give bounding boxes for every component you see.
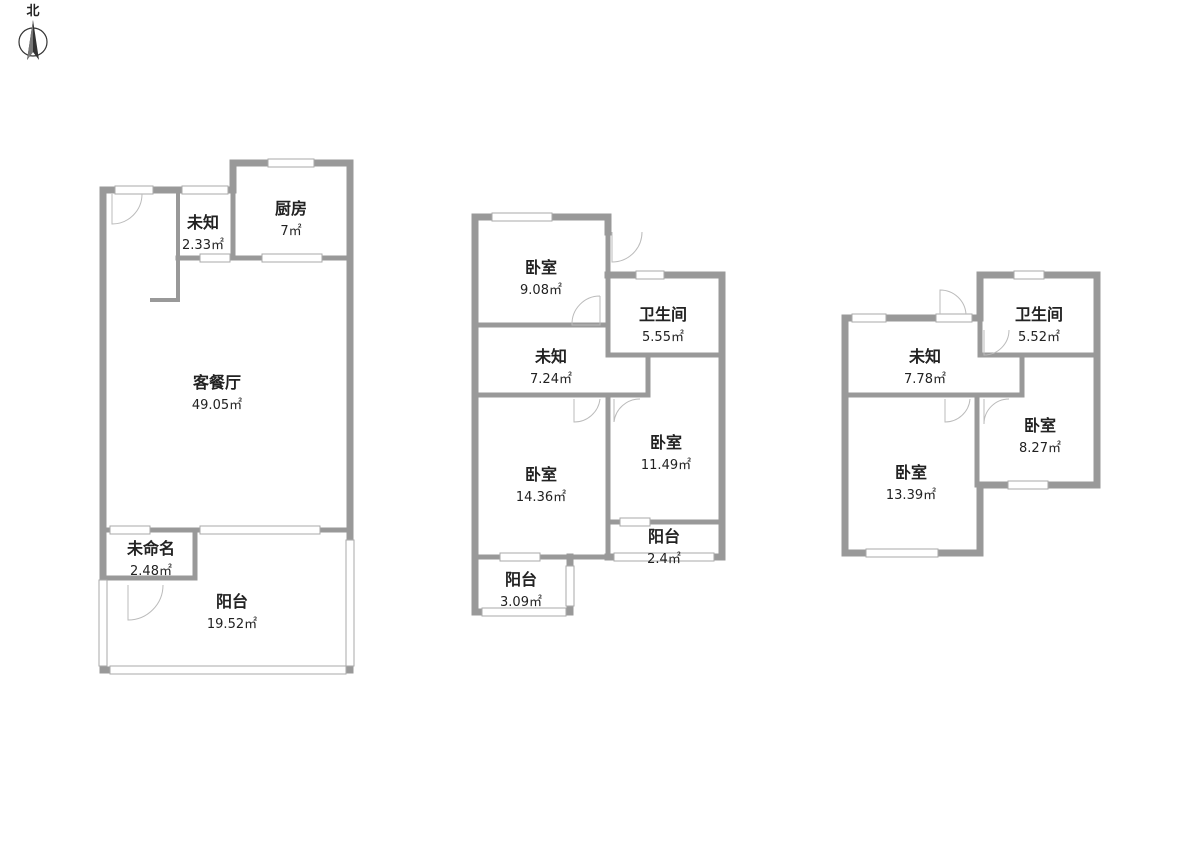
room-name: 客餐厅 xyxy=(193,373,241,392)
room-area: 2.48㎡ xyxy=(130,564,172,579)
unit-right-doors xyxy=(939,289,1010,425)
room-area: 13.39㎡ xyxy=(886,488,936,503)
room-label: 未知 2.33㎡ xyxy=(182,213,224,253)
room-area: 8.27㎡ xyxy=(1019,441,1061,456)
room-area: 7.24㎡ xyxy=(530,372,572,387)
room-area: 9.08㎡ xyxy=(520,283,562,298)
room-area: 2.4㎡ xyxy=(647,552,681,567)
room-area: 3.09㎡ xyxy=(500,595,542,610)
north-arrow-icon xyxy=(18,20,48,60)
room-label: 客餐厅 49.05㎡ xyxy=(192,373,242,413)
room-labels: 未知2.33㎡厨房7㎡客餐厅49.05㎡未命名2.48㎡阳台19.52㎡卧室9.… xyxy=(126,199,1063,632)
room-label: 阳台 2.4㎡ xyxy=(647,527,681,567)
room-name: 卧室 xyxy=(650,433,682,452)
room-area: 5.55㎡ xyxy=(642,330,684,345)
room-area: 7.78㎡ xyxy=(904,372,946,387)
room-label: 卧室 13.39㎡ xyxy=(886,463,936,503)
room-name: 卧室 xyxy=(525,258,557,277)
room-label: 阳台 3.09㎡ xyxy=(500,570,542,610)
room-label: 卧室 8.27㎡ xyxy=(1019,416,1061,456)
unit-left-windows xyxy=(98,158,355,675)
room-name: 卫生间 xyxy=(639,305,687,324)
room-name: 卫生间 xyxy=(1015,305,1063,324)
room-name: 卧室 xyxy=(895,463,927,482)
unit-middle-windows xyxy=(481,212,715,617)
room-label: 阳台 19.52㎡ xyxy=(207,592,257,632)
room-label: 卧室 9.08㎡ xyxy=(520,258,562,298)
room-area: 19.52㎡ xyxy=(207,617,257,632)
unit-right-windows xyxy=(851,270,1049,558)
room-name: 未知 xyxy=(534,347,567,366)
room-area: 2.33㎡ xyxy=(182,238,224,253)
room-label: 卫生间 5.55㎡ xyxy=(639,305,687,345)
room-name: 阳台 xyxy=(216,592,248,611)
room-area: 7㎡ xyxy=(280,224,301,239)
room-name: 未知 xyxy=(186,213,219,232)
room-label: 未命名 2.48㎡ xyxy=(126,539,175,579)
room-label: 卧室 14.36㎡ xyxy=(516,465,566,505)
room-area: 14.36㎡ xyxy=(516,490,566,505)
room-name: 阳台 xyxy=(648,527,680,546)
compass-label: 北 xyxy=(26,4,39,19)
room-name: 阳台 xyxy=(505,570,537,589)
room-label: 厨房 7㎡ xyxy=(275,199,307,239)
room-name: 卧室 xyxy=(525,465,557,484)
room-label: 卧室 11.49㎡ xyxy=(641,433,691,473)
room-label: 卫生间 5.52㎡ xyxy=(1015,305,1063,345)
room-label: 未知 7.78㎡ xyxy=(904,347,946,387)
room-area: 5.52㎡ xyxy=(1018,330,1060,345)
room-label: 未知 7.24㎡ xyxy=(530,347,572,387)
room-name: 未命名 xyxy=(126,539,175,558)
room-area: 11.49㎡ xyxy=(641,458,691,473)
room-name: 卧室 xyxy=(1024,416,1056,435)
unit-left-doors xyxy=(111,193,164,621)
room-area: 49.05㎡ xyxy=(192,398,242,413)
compass: 北 xyxy=(18,4,48,60)
room-name: 厨房 xyxy=(275,199,307,218)
room-name: 未知 xyxy=(908,347,941,366)
unit-middle-doors xyxy=(571,231,643,423)
